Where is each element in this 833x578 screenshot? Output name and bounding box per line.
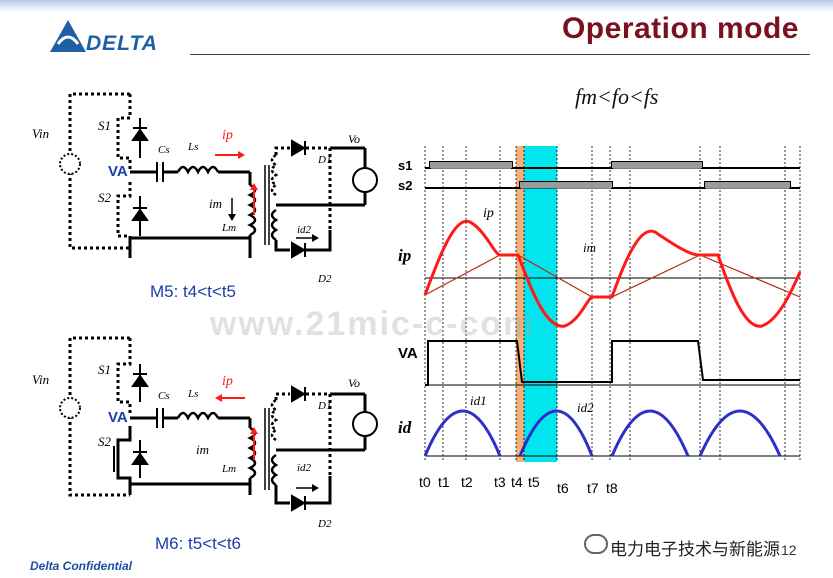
mode-m5-caption: M5: t4<t<t5 [150,282,236,301]
time-label: t1 [438,474,450,490]
curve-label-id1: id1 [470,393,487,408]
mode-m6-caption: M6: t5<t<t6 [155,534,241,553]
vin-label: Vin [32,372,50,387]
ls-label: Ls [188,388,199,400]
time-label: t2 [461,474,473,490]
time-label: t7 [587,480,599,496]
time-label: t8 [606,480,618,496]
curve-label-ip: ip [483,206,494,221]
vin-label: Vin [32,126,50,141]
ip-label: ip [222,128,233,143]
im-label: im [196,442,209,457]
lm-label: Lm [222,222,237,234]
wechat-caption: 电力电子技术与新能源 [610,540,780,559]
va-label: VA [108,163,128,180]
id2-label: id2 [297,462,312,474]
vo-label: Vo [348,132,360,146]
d2-label: D2 [318,273,332,285]
frequency-relation: fm<fo<fs [575,84,659,109]
time-label: t0 [419,474,431,490]
row-label-ip: ip [398,246,412,265]
s1-label: S1 [98,118,111,133]
top-banner-gradient [0,0,833,12]
s1-label: S1 [98,362,111,377]
d2-label: D2 [318,518,332,530]
lm-label: Lm [222,463,237,475]
d1-label: D1 [318,154,332,166]
waveform-panel [423,146,802,462]
s2-label: S2 [98,434,111,449]
time-label: t3 [494,474,506,490]
wechat-icon [584,534,608,554]
s2-label: S2 [98,190,111,205]
vo-label: Vo [348,376,360,390]
row-label-s2: s2 [398,178,413,193]
delta-logo-text: DELTA [86,32,158,55]
interval-highlight-orange [516,146,524,462]
cs-label: Cs [158,144,170,156]
va-label: VA [108,409,128,426]
cs-label: Cs [158,390,170,402]
current-arrows-m6 [215,394,319,492]
title-divider [190,54,810,55]
watermark: www.21mic-c-com [210,305,536,343]
ls-label: Ls [188,141,199,153]
curve-label-im: im [583,240,596,255]
ip-label: ip [222,374,233,389]
footer-confidential: Delta Confidential [30,559,133,573]
im-label: im [209,196,222,211]
id2-label: id2 [297,224,312,236]
slide-title: Operation mode [561,12,799,45]
time-label: t5 [528,474,540,490]
row-label-va: VA [398,345,418,362]
current-arrows-m5 [215,151,319,242]
delta-logo-icon [50,20,86,52]
curve-label-id2: id2 [577,400,594,415]
row-label-id: id [398,418,412,437]
d1-label: D1 [318,400,332,412]
row-label-s1: s1 [398,158,413,173]
time-label: t4 [511,474,523,490]
time-label: t6 [557,480,569,496]
page-number: 12 [781,542,797,558]
